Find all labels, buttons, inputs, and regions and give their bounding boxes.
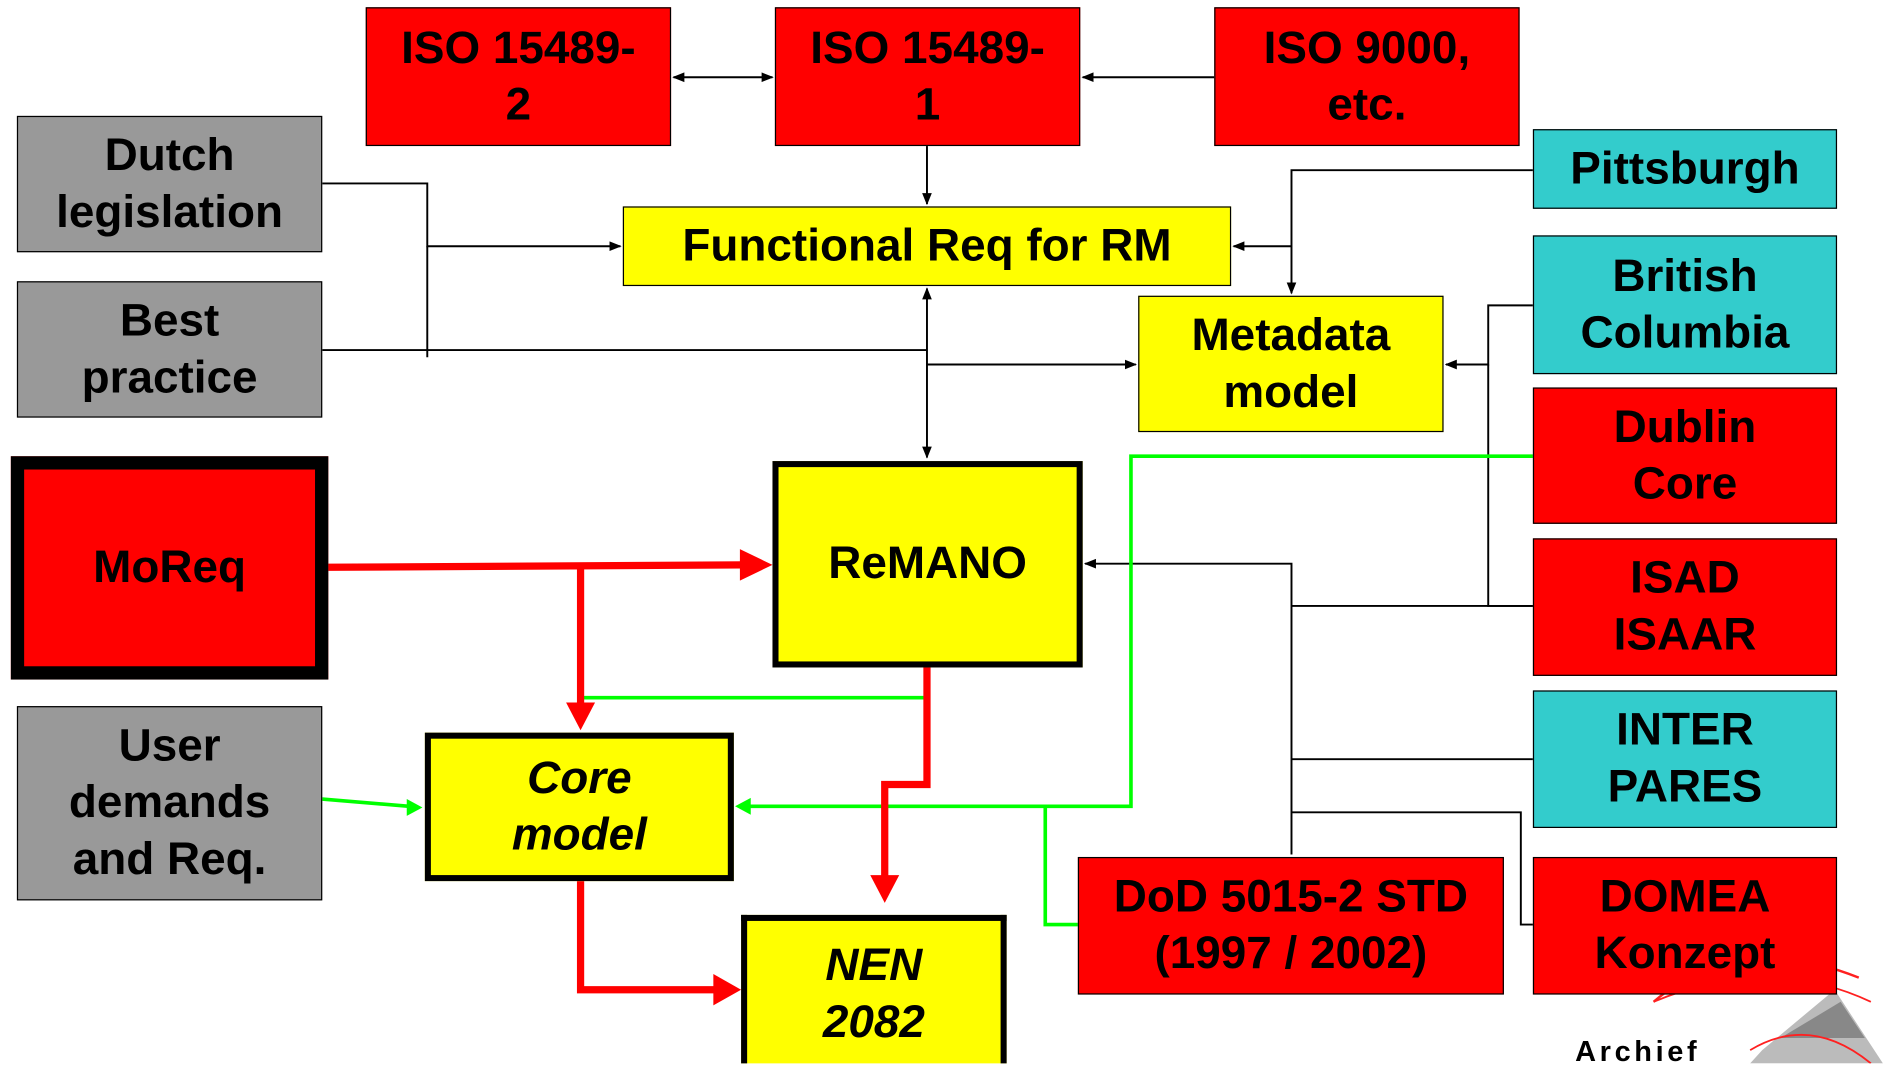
red-arrowhead-nen-left bbox=[713, 974, 742, 1006]
inter-pares-box: INTER PARES bbox=[1532, 690, 1838, 829]
link-pittsburgh bbox=[1286, 169, 1533, 295]
domea-konzept-label: DOMEA Konzept bbox=[1594, 871, 1776, 979]
green-dod bbox=[1043, 806, 1078, 927]
nen-2082-box: NEN 2082 bbox=[741, 914, 1007, 1064]
dutch-legislation-box: Dutch legislation bbox=[16, 115, 323, 253]
red-moreq-remano bbox=[328, 561, 745, 571]
link-british-metadata bbox=[1444, 304, 1533, 370]
user-demands-box: User demands and Req. bbox=[16, 706, 323, 901]
remano-box: ReMANO bbox=[772, 461, 1083, 668]
dutch-legislation-label: Dutch legislation bbox=[56, 129, 283, 238]
bracket-right bbox=[1487, 364, 1533, 607]
dublin-core-label: Dublin Core bbox=[1613, 401, 1757, 509]
functional-req-label: Functional Req for RM bbox=[682, 220, 1172, 271]
archief-logo-text: Archief bbox=[1575, 1035, 1701, 1069]
best-practice-box: Best practice bbox=[16, 281, 323, 418]
link-domea bbox=[1291, 811, 1533, 926]
moreq-label: MoReq bbox=[93, 541, 247, 593]
red-core-nen bbox=[576, 881, 717, 994]
iso-15489-2-label: ISO 15489- 2 bbox=[401, 22, 636, 130]
green-dublin-core bbox=[739, 454, 1533, 809]
moreq-box: MoReq bbox=[10, 456, 329, 680]
green-arrowhead-core bbox=[735, 797, 751, 815]
red-remano-nen bbox=[881, 667, 931, 882]
iso-15489-1-label: ISO 15489- 1 bbox=[810, 22, 1045, 130]
inter-pares-label: INTER PARES bbox=[1607, 704, 1763, 813]
isad-isaar-label: ISAD ISAAR bbox=[1613, 552, 1757, 661]
user-demands-label: User demands and Req. bbox=[68, 720, 271, 885]
link-to-remano bbox=[1083, 558, 1293, 855]
iso-15489-1-box: ISO 15489- 1 bbox=[774, 7, 1081, 147]
dod-5015-box: DoD 5015-2 STD (1997 / 2002) bbox=[1077, 856, 1504, 995]
core-model-box: Core model bbox=[424, 732, 734, 882]
british-columbia-box: British Columbia bbox=[1532, 235, 1838, 375]
pittsburgh-box: Pittsburgh bbox=[1532, 129, 1838, 209]
red-arrowhead-nen-top bbox=[870, 875, 900, 903]
red-arrowhead-core bbox=[566, 702, 596, 731]
dod-5015-label: DoD 5015-2 STD (1997 / 2002) bbox=[1113, 871, 1469, 979]
nen-2082-label: NEN 2082 bbox=[822, 940, 925, 1048]
green-remano-core bbox=[580, 667, 929, 700]
iso-9000-box: ISO 9000, etc. bbox=[1214, 7, 1520, 147]
remano-label: ReMANO bbox=[828, 538, 1027, 590]
isad-isaar-box: ISAD ISAAR bbox=[1532, 538, 1838, 676]
best-practice-label: Best practice bbox=[81, 295, 258, 403]
metadata-model-box: Metadata model bbox=[1138, 295, 1444, 433]
green-user-core bbox=[322, 797, 410, 809]
pittsburgh-label: Pittsburgh bbox=[1570, 143, 1800, 194]
british-columbia-label: British Columbia bbox=[1580, 250, 1790, 358]
functional-req-box: Functional Req for RM bbox=[622, 206, 1232, 287]
link-dutch-functional bbox=[322, 182, 622, 252]
metadata-model-label: Metadata model bbox=[1191, 309, 1391, 418]
green-arrowhead-user bbox=[406, 799, 423, 816]
iso-9000-label: ISO 9000, etc. bbox=[1263, 22, 1471, 130]
domea-konzept-box: DOMEA Konzept bbox=[1532, 856, 1838, 995]
dublin-core-box: Dublin Core bbox=[1532, 387, 1838, 524]
iso-15489-2-box: ISO 15489- 2 bbox=[365, 7, 672, 147]
red-arrowhead-remano bbox=[739, 549, 773, 581]
core-model-label: Core model bbox=[511, 752, 647, 860]
